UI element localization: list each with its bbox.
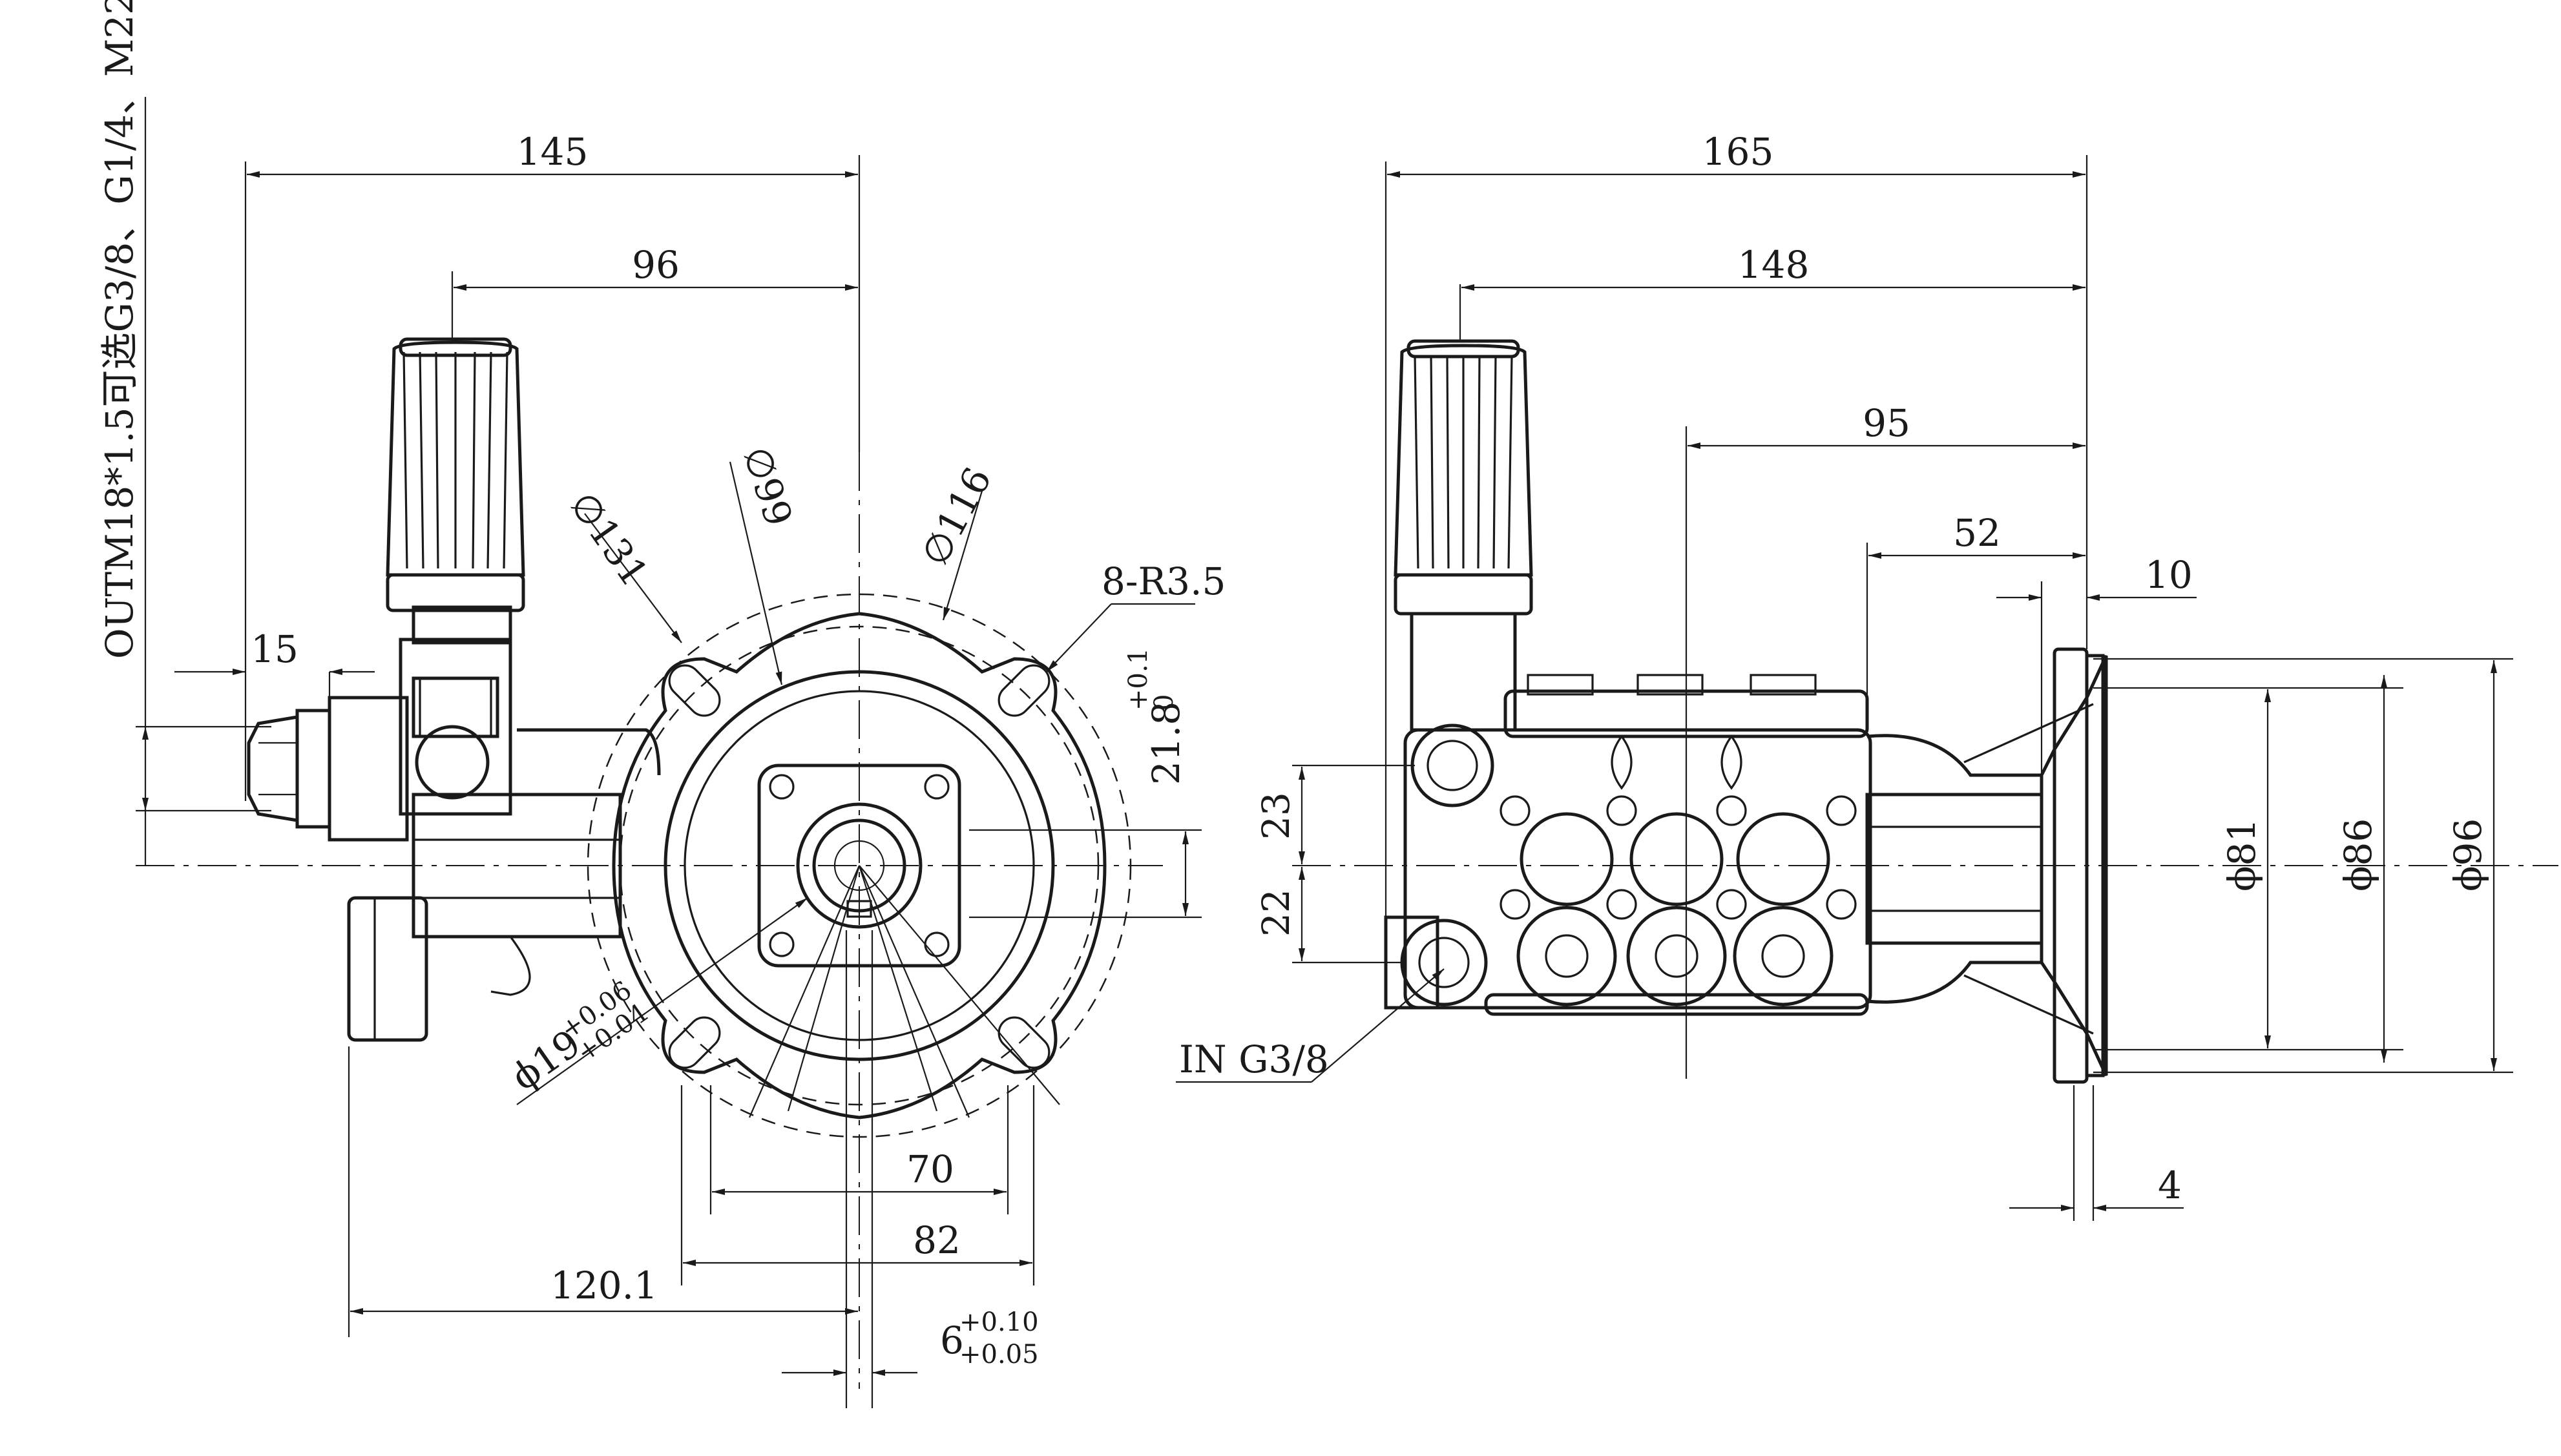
dim-1201: 120.1: [550, 1264, 658, 1307]
valve-port: [415, 725, 490, 800]
shaft: [812, 818, 906, 913]
circle-99: [664, 670, 1055, 1061]
valve-plug-3: [1733, 906, 1834, 1006]
dim-6: 6: [940, 1318, 964, 1362]
dim-148: 148: [1738, 243, 1810, 287]
valve-plug-2: [1626, 906, 1727, 1006]
dim-145: 145: [517, 130, 589, 174]
circle-inner-ring: [684, 690, 1035, 1041]
unloader-valve: [386, 337, 525, 816]
dim-phi116: ∅116: [912, 460, 1000, 572]
valve-plug-1: [1516, 906, 1617, 1006]
dim-218: 21.8: [1144, 702, 1188, 785]
dim-95: 95: [1863, 401, 1910, 445]
dim-22: 22: [1254, 889, 1298, 937]
circle-131-dashed: [587, 593, 1132, 1138]
dim-165: 165: [1702, 130, 1774, 174]
inlet-label: IN G3/8: [1179, 1037, 1329, 1081]
dim-23: 23: [1254, 792, 1298, 840]
crankcase: [1865, 654, 2108, 1077]
pump-head: [1384, 674, 1872, 1016]
dim-phi131: ∅131: [561, 484, 657, 594]
side-note: OUTM18*1.5可选G3/8、G1/4、M22*1.5: [98, 0, 141, 659]
left-view: 145 96 15 ∅131 ∅99 ∅116 8-R3.5 21.8 +0.1…: [98, 0, 1226, 1408]
dim-15: 15: [251, 627, 298, 671]
dim-phi96: ϕ96: [2446, 818, 2490, 891]
dim-phi99: ∅99: [735, 441, 801, 531]
right-outlet-port: [1410, 723, 1494, 807]
outlet-fitting: [247, 696, 409, 842]
dim-10: 10: [2145, 553, 2193, 597]
dim-phi81: ϕ81: [2220, 818, 2264, 891]
manifold-body-left: [347, 728, 661, 1042]
shaft-outer: [796, 802, 923, 929]
dim-phi86: ϕ86: [2336, 818, 2380, 891]
right-view: 165 148 95 52 10 23 22 IN G3/8 ϕ81 ϕ86 ϕ…: [1176, 130, 2558, 1221]
dim-218-tol-low: 0: [1149, 694, 1179, 711]
inlet-port: [1400, 919, 1488, 1006]
dim-82: 82: [913, 1218, 961, 1262]
dim-96: 96: [632, 243, 680, 287]
dim-4: 4: [2158, 1163, 2182, 1207]
square-boss: [757, 764, 961, 968]
dim-6-tol-low: +0.05: [959, 1340, 1039, 1369]
dim-218-tol-up: +0.1: [1124, 648, 1153, 711]
dim-6-tol-up: +0.10: [959, 1307, 1039, 1337]
dim-r35: 8-R3.5: [1102, 559, 1226, 603]
shaft-key: [846, 900, 872, 918]
dim-70: 70: [906, 1147, 954, 1191]
dim-52: 52: [1953, 511, 2001, 555]
flange-body: [612, 612, 1107, 1119]
